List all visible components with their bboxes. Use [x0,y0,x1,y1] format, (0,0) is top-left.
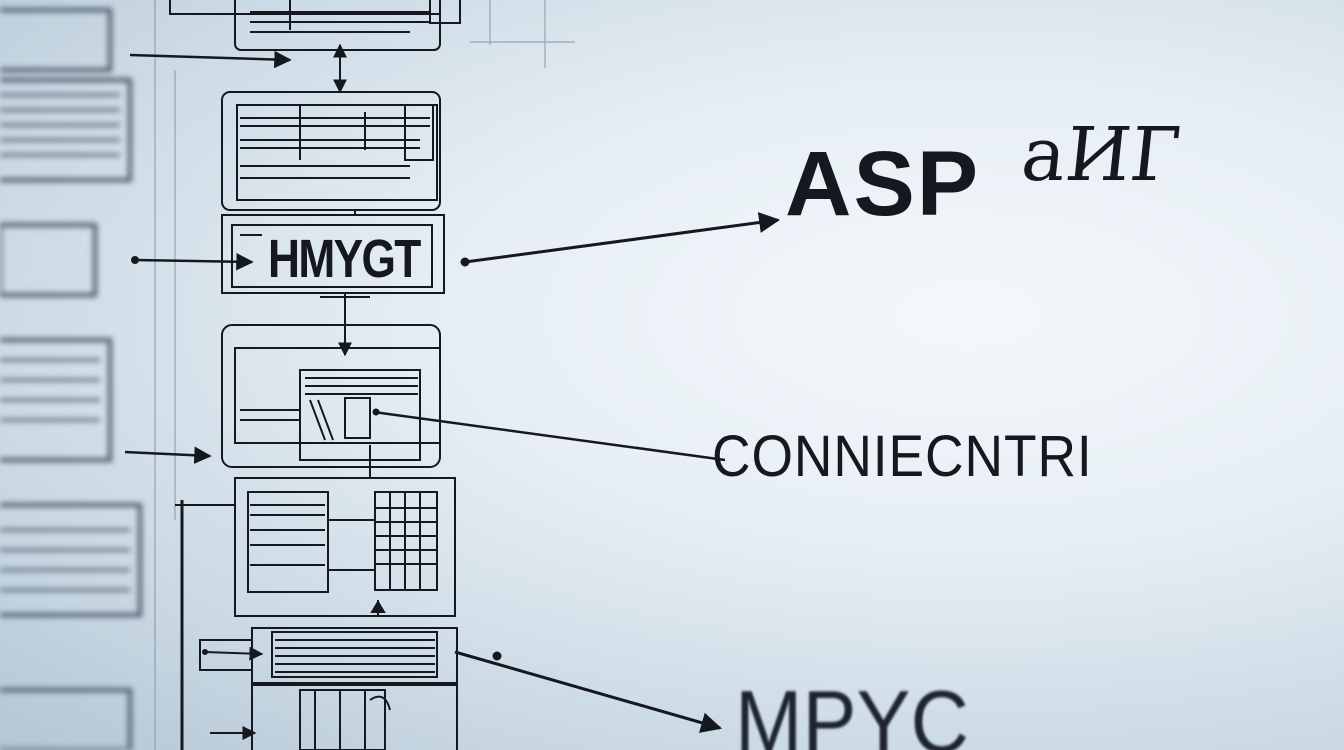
blurred-box [0,223,97,297]
bottom-box [199,627,458,750]
blurred-box [0,688,132,750]
asp-label: ASP [785,133,981,235]
top-box [169,0,461,51]
blurred-box [0,338,112,462]
server-box [221,91,441,211]
node-dots [131,256,502,661]
mysql-label: MPYC [735,672,969,750]
connection-label: CONNIECNTRI [712,424,1093,489]
database-box [234,477,456,617]
box-label: HMYGT [268,229,421,289]
vertical-connectors [175,43,386,750]
asp-suffix-label: aИГ [1017,112,1185,198]
blurred-box [0,78,132,182]
blurred-box [0,503,142,617]
labelled-box [221,214,445,294]
connection-box [221,324,441,468]
background-grid [154,0,575,750]
blurred-left-diagram [0,8,142,750]
blurred-box [0,8,112,72]
arrows [124,50,781,740]
